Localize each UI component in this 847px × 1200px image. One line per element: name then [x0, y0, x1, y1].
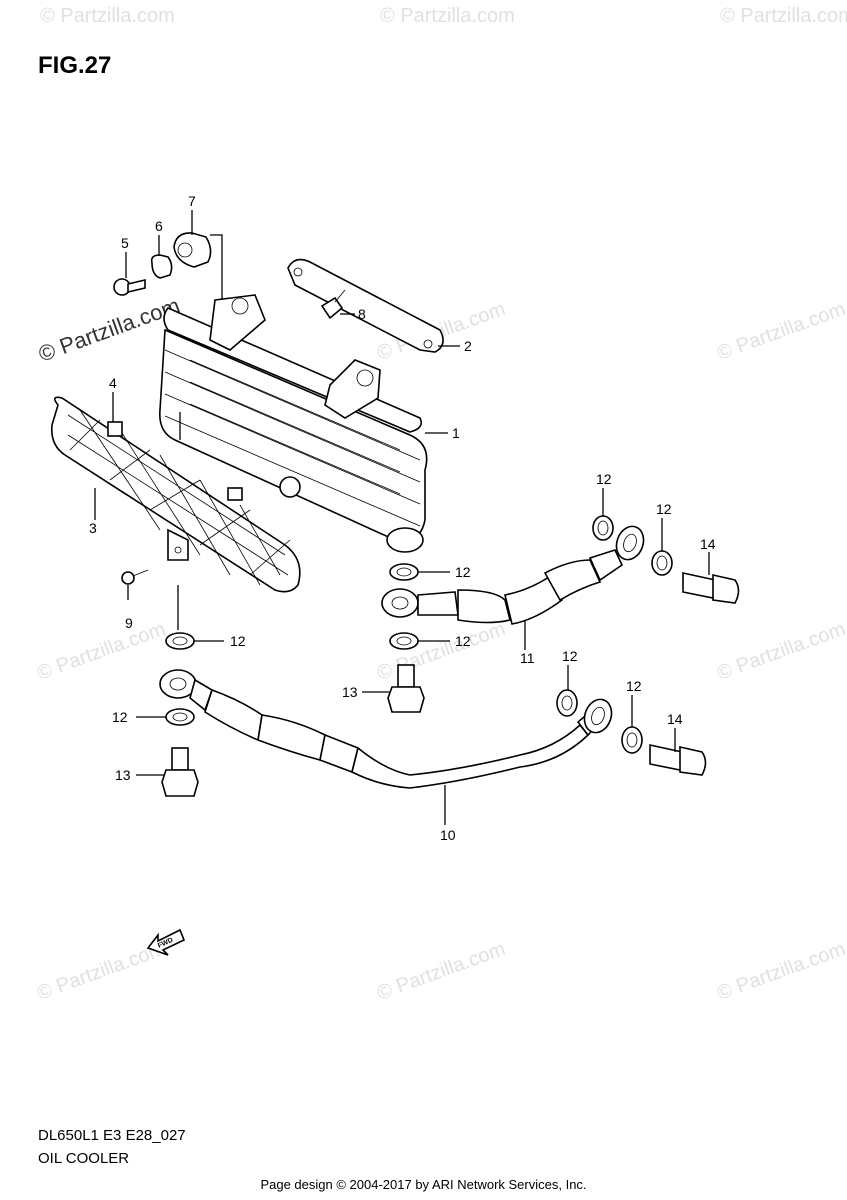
callout-12: 12 [596, 471, 612, 487]
oil-hose-11 [381, 525, 645, 625]
callout-12: 12 [626, 678, 642, 694]
callout-12: 12 [230, 633, 246, 649]
watermark: © Partzilla.com [34, 618, 168, 685]
callout-10: 10 [440, 827, 456, 843]
callout-6: 6 [155, 218, 163, 234]
page-footer: Page design © 2004-2017 by ARI Network S… [260, 1177, 587, 1192]
callout-3: 3 [89, 520, 97, 536]
diagram-name: OIL COOLER [38, 1150, 130, 1167]
callout-7: 7 [188, 193, 196, 209]
callout-2: 2 [464, 338, 472, 354]
watermark: © Partzilla.com [374, 618, 508, 685]
small-parts-top [113, 232, 212, 296]
callout-12: 12 [455, 633, 471, 649]
watermark: © Partzilla.com [714, 618, 847, 685]
callout-13: 13 [115, 767, 131, 783]
callout-12: 12 [112, 709, 128, 725]
leader-lines [94, 210, 710, 825]
callout-12: 12 [455, 564, 471, 580]
bolt-8 [320, 289, 346, 320]
watermark-dark: © Partzilla.com [35, 293, 183, 367]
oil-cooler-core [158, 294, 428, 553]
callout-14: 14 [700, 536, 716, 552]
callout-11: 11 [520, 650, 535, 666]
oil-hose-10 [159, 669, 613, 789]
cooler-guard [50, 396, 301, 593]
figure-title: FIG.27 [38, 52, 112, 79]
callout-13: 13 [342, 684, 358, 700]
watermark: © Partzilla.com [714, 298, 847, 365]
watermark: © Partzilla.com [40, 5, 175, 27]
screw-9 [121, 569, 149, 585]
callout-4: 4 [109, 375, 117, 391]
bracket [287, 258, 444, 353]
watermark: © Partzilla.com [380, 5, 515, 27]
callout-9: 9 [125, 615, 133, 631]
union-bolts [161, 664, 425, 797]
callout-5: 5 [121, 235, 129, 251]
watermark: © Partzilla.com [374, 938, 508, 1005]
fwd-arrow-icon: FWD [146, 928, 186, 956]
union-bolts-14 [649, 572, 740, 776]
callout-1: 1 [452, 425, 460, 441]
callout-12: 12 [656, 501, 672, 517]
callouts: 1 2 3 4 5 6 7 8 9 10 11 12 12 12 12 12 1… [89, 193, 716, 843]
callout-12: 12 [562, 648, 578, 664]
callout-8: 8 [358, 306, 366, 322]
diagram-code: DL650L1 E3 E28_027 [38, 1127, 186, 1144]
watermark: © Partzilla.com [714, 938, 847, 1005]
watermark: © Partzilla.com [720, 5, 847, 27]
callout-14: 14 [667, 711, 683, 727]
